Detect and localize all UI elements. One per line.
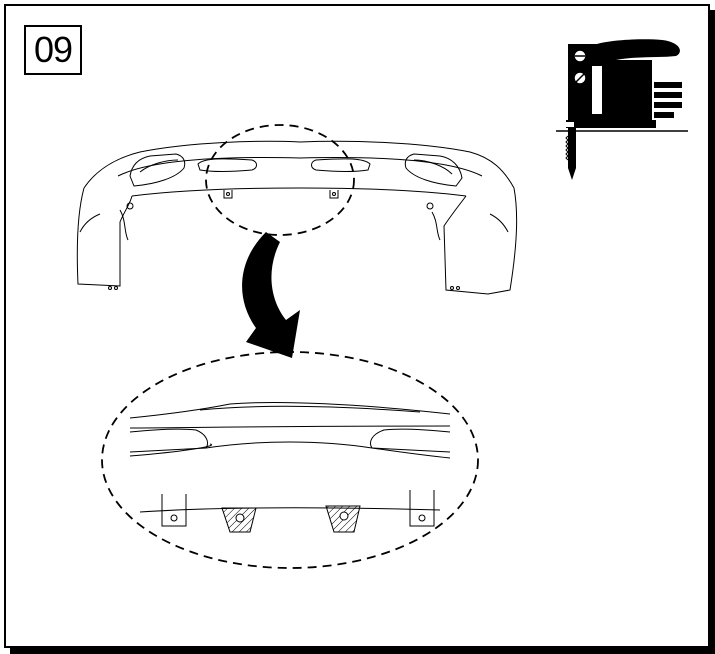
cut-tab-right bbox=[325, 505, 361, 533]
bumper-detail bbox=[129, 401, 451, 513]
jigsaw-icon bbox=[556, 39, 688, 180]
detail-callout-circle bbox=[205, 124, 355, 236]
detail-enlargement-ellipse bbox=[101, 351, 479, 569]
zoom-arrow bbox=[242, 232, 300, 358]
mounting-tab-right bbox=[409, 490, 435, 527]
mounting-tab-left bbox=[161, 494, 187, 527]
step-number: 09 bbox=[24, 25, 82, 75]
cut-tab-left bbox=[221, 507, 257, 533]
bumper-overview bbox=[76, 140, 518, 295]
